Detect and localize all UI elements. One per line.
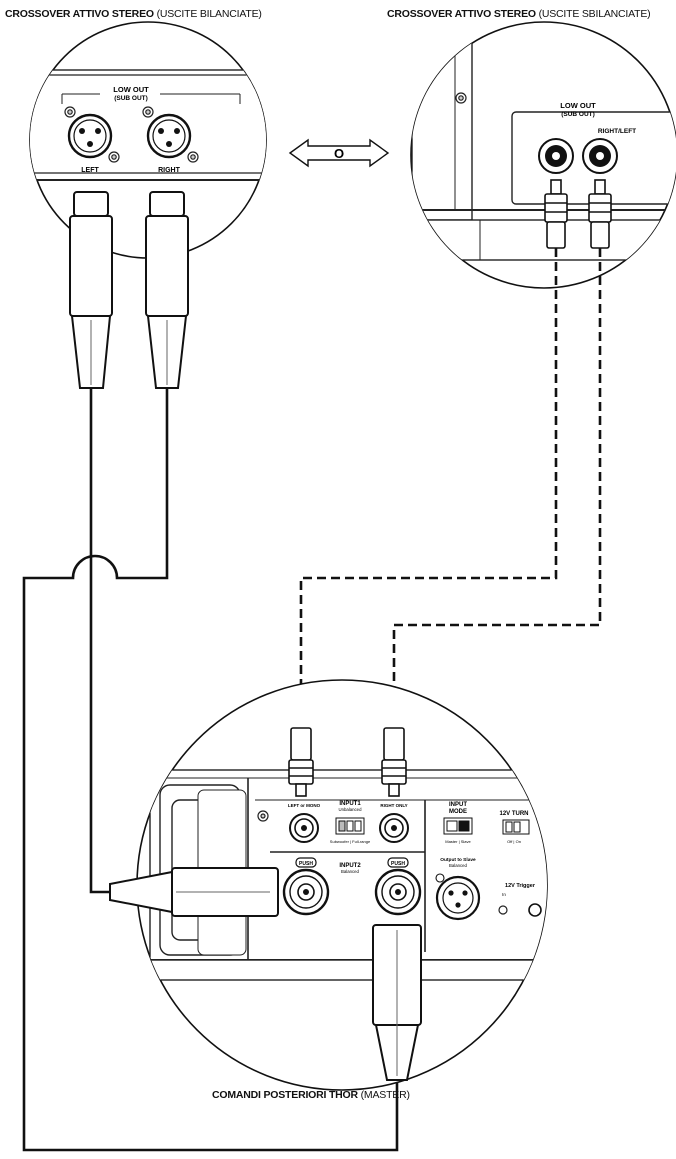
inputs2-sub: Balanced bbox=[341, 869, 360, 874]
inputs1-sub: Unbalanced bbox=[339, 807, 363, 812]
trigger-in-label: 12V Trigger bbox=[505, 883, 536, 889]
rca-plug-top-left-icon bbox=[544, 179, 568, 249]
push-right-label: PUSH bbox=[391, 861, 405, 867]
push-left-label: PUSH bbox=[299, 861, 313, 867]
thor-rear-panel-detail: LEFT or MONO INPUT1 Unbalanced Subwoofer… bbox=[136, 679, 548, 1091]
or-label: O bbox=[334, 146, 344, 161]
unbalanced-header-line1: LOW OUT bbox=[560, 101, 596, 110]
input-mode-switch-icon bbox=[443, 817, 473, 835]
rca-plug-bottom-right-icon bbox=[381, 727, 407, 797]
rca-plug-bottom-left-icon bbox=[288, 727, 314, 797]
inputs2-label: INPUT2 bbox=[339, 863, 361, 869]
screw-icon bbox=[498, 905, 508, 915]
unbalanced-crossover-detail: LOW OUT (SUB OUT) RIGHT/LEFT bbox=[410, 21, 676, 289]
unbalanced-jack-label: RIGHT/LEFT bbox=[598, 128, 636, 135]
balanced-left-label: LEFT bbox=[81, 167, 99, 174]
title-balanced-crossover: CROSSOVER ATTIVO STEREO (USCITE BILANCIA… bbox=[5, 8, 262, 20]
subwoofer-fullrange-switch-icon bbox=[335, 817, 365, 835]
output-slave-line2: Balanced bbox=[449, 863, 468, 868]
switch1-caption: Subwoofer | Full-range bbox=[330, 839, 371, 844]
input-mode-caption: Master | Slave bbox=[445, 839, 471, 844]
balanced-cables bbox=[22, 388, 399, 1152]
rca-input-left-jack-icon bbox=[289, 813, 319, 843]
rca-right-label: RIGHT ONLY bbox=[380, 803, 407, 808]
xlr-plug-right-icon bbox=[145, 191, 189, 389]
trigger-caption: Off | On bbox=[507, 839, 521, 844]
rca-plug-top-right-icon bbox=[588, 179, 612, 249]
rca-input-right-jack-icon bbox=[379, 813, 409, 843]
xlr-plug-left-icon bbox=[69, 191, 113, 389]
input-mode-line2: MODE bbox=[449, 809, 467, 815]
turn-on-switch-icon bbox=[502, 819, 530, 835]
xlr-output-slave-icon bbox=[435, 873, 481, 921]
rca-left-label: LEFT or MONO bbox=[288, 803, 321, 808]
xlr-socket-right-icon bbox=[146, 113, 192, 159]
unbalanced-header-line2: (SUB OUT) bbox=[561, 111, 595, 118]
xlr-combo-input-right-icon bbox=[374, 857, 422, 916]
xlr-plug-vertical-icon bbox=[372, 924, 422, 1081]
input-mode-line1: INPUT bbox=[449, 802, 467, 808]
or-double-arrow-icon bbox=[288, 138, 390, 168]
xlr-socket-left-icon bbox=[67, 113, 113, 159]
xlr-combo-input-left-icon bbox=[282, 857, 330, 916]
trigger-in-sub: In bbox=[502, 892, 506, 897]
xlr-plug-horizontal-icon bbox=[109, 867, 279, 917]
trigger-label: 12V TURN bbox=[499, 811, 528, 817]
rca-jack-right-icon bbox=[582, 138, 618, 174]
unbalanced-cables-dashed bbox=[299, 248, 602, 730]
title-unbalanced-crossover: CROSSOVER ATTIVO STEREO (USCITE SBILANCI… bbox=[387, 8, 651, 20]
balanced-header-line1: LOW OUT bbox=[113, 85, 149, 94]
balanced-right-label: RIGHT bbox=[158, 167, 181, 174]
trigger-in-jack-icon bbox=[528, 903, 542, 917]
balanced-header-line2: (SUB OUT) bbox=[114, 95, 148, 102]
rca-jack-left-icon bbox=[538, 138, 574, 174]
inputs1-label: INPUT1 bbox=[339, 801, 361, 807]
output-slave-line1: Output to Slave bbox=[440, 857, 476, 863]
